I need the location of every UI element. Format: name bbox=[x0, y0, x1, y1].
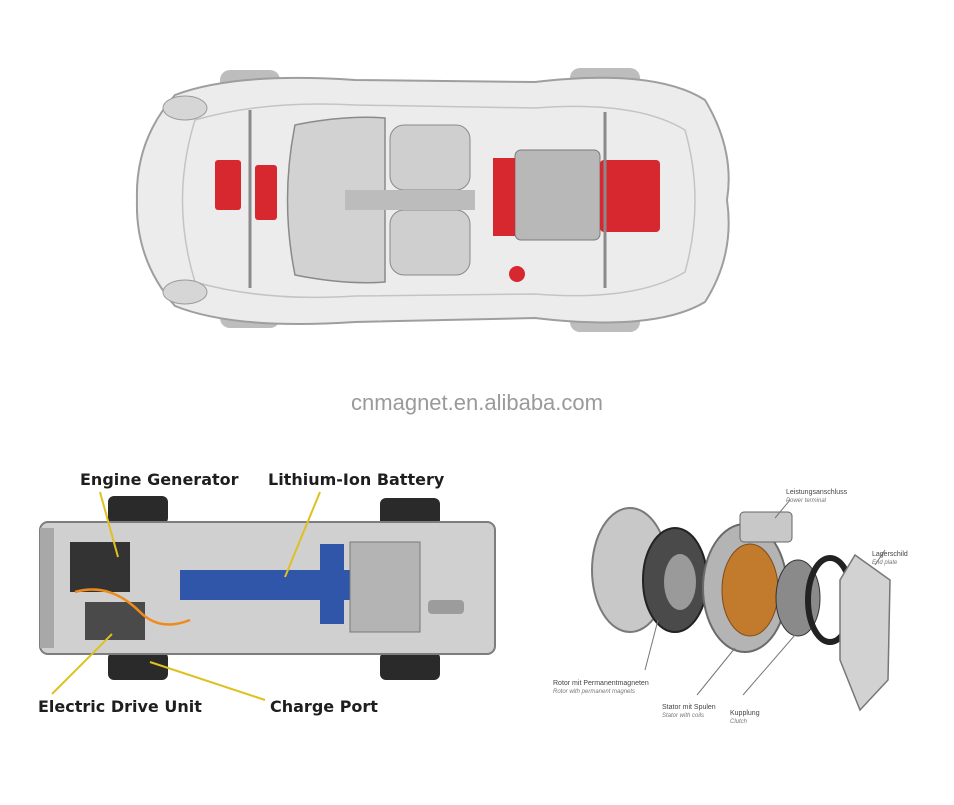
left-headlight bbox=[162, 95, 208, 121]
front-right-wheel bbox=[108, 652, 168, 680]
rear-right-wheel bbox=[380, 652, 440, 680]
end-plate-label-en: End plate bbox=[872, 560, 898, 566]
rear-red-motor bbox=[600, 160, 660, 232]
clutch-label-en: Clutch bbox=[730, 719, 748, 725]
stator-label-de: Stator mit Spulen bbox=[662, 704, 716, 711]
callout-line-engine bbox=[99, 491, 119, 558]
engine-generator-unit bbox=[70, 542, 130, 592]
exploded-motor-illustration bbox=[591, 499, 891, 712]
rotor-leader bbox=[644, 619, 659, 671]
left-seat bbox=[389, 124, 471, 191]
orange-wiring bbox=[74, 588, 191, 626]
battery-cross-section bbox=[320, 544, 344, 624]
callout-line-drive bbox=[51, 633, 113, 695]
end-plate-label-de: Lagerschild bbox=[872, 551, 908, 558]
power-terminal-label: Leistungsanschluss Power terminal bbox=[786, 489, 847, 505]
red-charge-cap bbox=[509, 266, 525, 282]
rotor-label-de: Rotor mit Permanentmagneten bbox=[553, 680, 649, 687]
stator-copper-coils bbox=[721, 543, 779, 637]
power-terminal-label-de: Leistungsanschluss bbox=[786, 489, 848, 496]
car-top-view-illustration bbox=[135, 68, 730, 332]
end-plate-leader bbox=[874, 549, 886, 566]
rear-red-battery-strip bbox=[493, 158, 515, 236]
stator-label-en: Stator with coils bbox=[662, 713, 705, 719]
rotor-label: Rotor mit Permanentmagneten Rotor with p… bbox=[553, 680, 649, 696]
front-red-unit bbox=[255, 165, 277, 220]
rotor-core bbox=[664, 554, 696, 610]
engine-block bbox=[514, 149, 601, 241]
stator-label: Stator mit Spulen Stator with coils bbox=[662, 704, 716, 720]
lithium-ion-battery-label: Lithium-Ion Battery bbox=[268, 470, 445, 489]
callout-line-battery bbox=[284, 491, 321, 578]
rear-left-wheel bbox=[380, 498, 440, 526]
lithium-ion-battery-pack bbox=[180, 570, 380, 600]
power-terminal-leader bbox=[774, 499, 791, 519]
clutch-label: Kupplung Clutch bbox=[730, 710, 760, 726]
clutch-leader bbox=[742, 634, 796, 696]
end-plate bbox=[839, 553, 891, 712]
charge-port-label: Charge Port bbox=[270, 697, 378, 716]
right-seat bbox=[389, 209, 471, 276]
front-red-motor bbox=[215, 160, 241, 210]
power-terminal bbox=[739, 511, 793, 543]
center-tunnel bbox=[345, 190, 475, 210]
watermark-text: cnmagnet.en.alibaba.com bbox=[351, 390, 603, 415]
power-terminal-label-en: Power terminal bbox=[786, 498, 827, 504]
end-plate-label: Lagerschild End plate bbox=[872, 551, 908, 567]
callout-line-charge bbox=[149, 661, 266, 701]
cockpit-windshield bbox=[286, 116, 386, 284]
stator-leader bbox=[696, 647, 736, 696]
chassis-illustration bbox=[39, 491, 496, 701]
clutch-label-de: Kupplung bbox=[730, 710, 760, 717]
electric-drive-unit-label: Electric Drive Unit bbox=[38, 697, 202, 716]
rear-subframe bbox=[349, 541, 421, 633]
front-bumper bbox=[40, 528, 54, 648]
front-left-wheel bbox=[108, 496, 168, 524]
engine-generator-label: Engine Generator bbox=[80, 470, 239, 489]
rotor-label-en: Rotor with permanent magnets bbox=[553, 689, 636, 695]
exhaust-muffler bbox=[428, 600, 464, 614]
right-headlight bbox=[162, 279, 208, 305]
